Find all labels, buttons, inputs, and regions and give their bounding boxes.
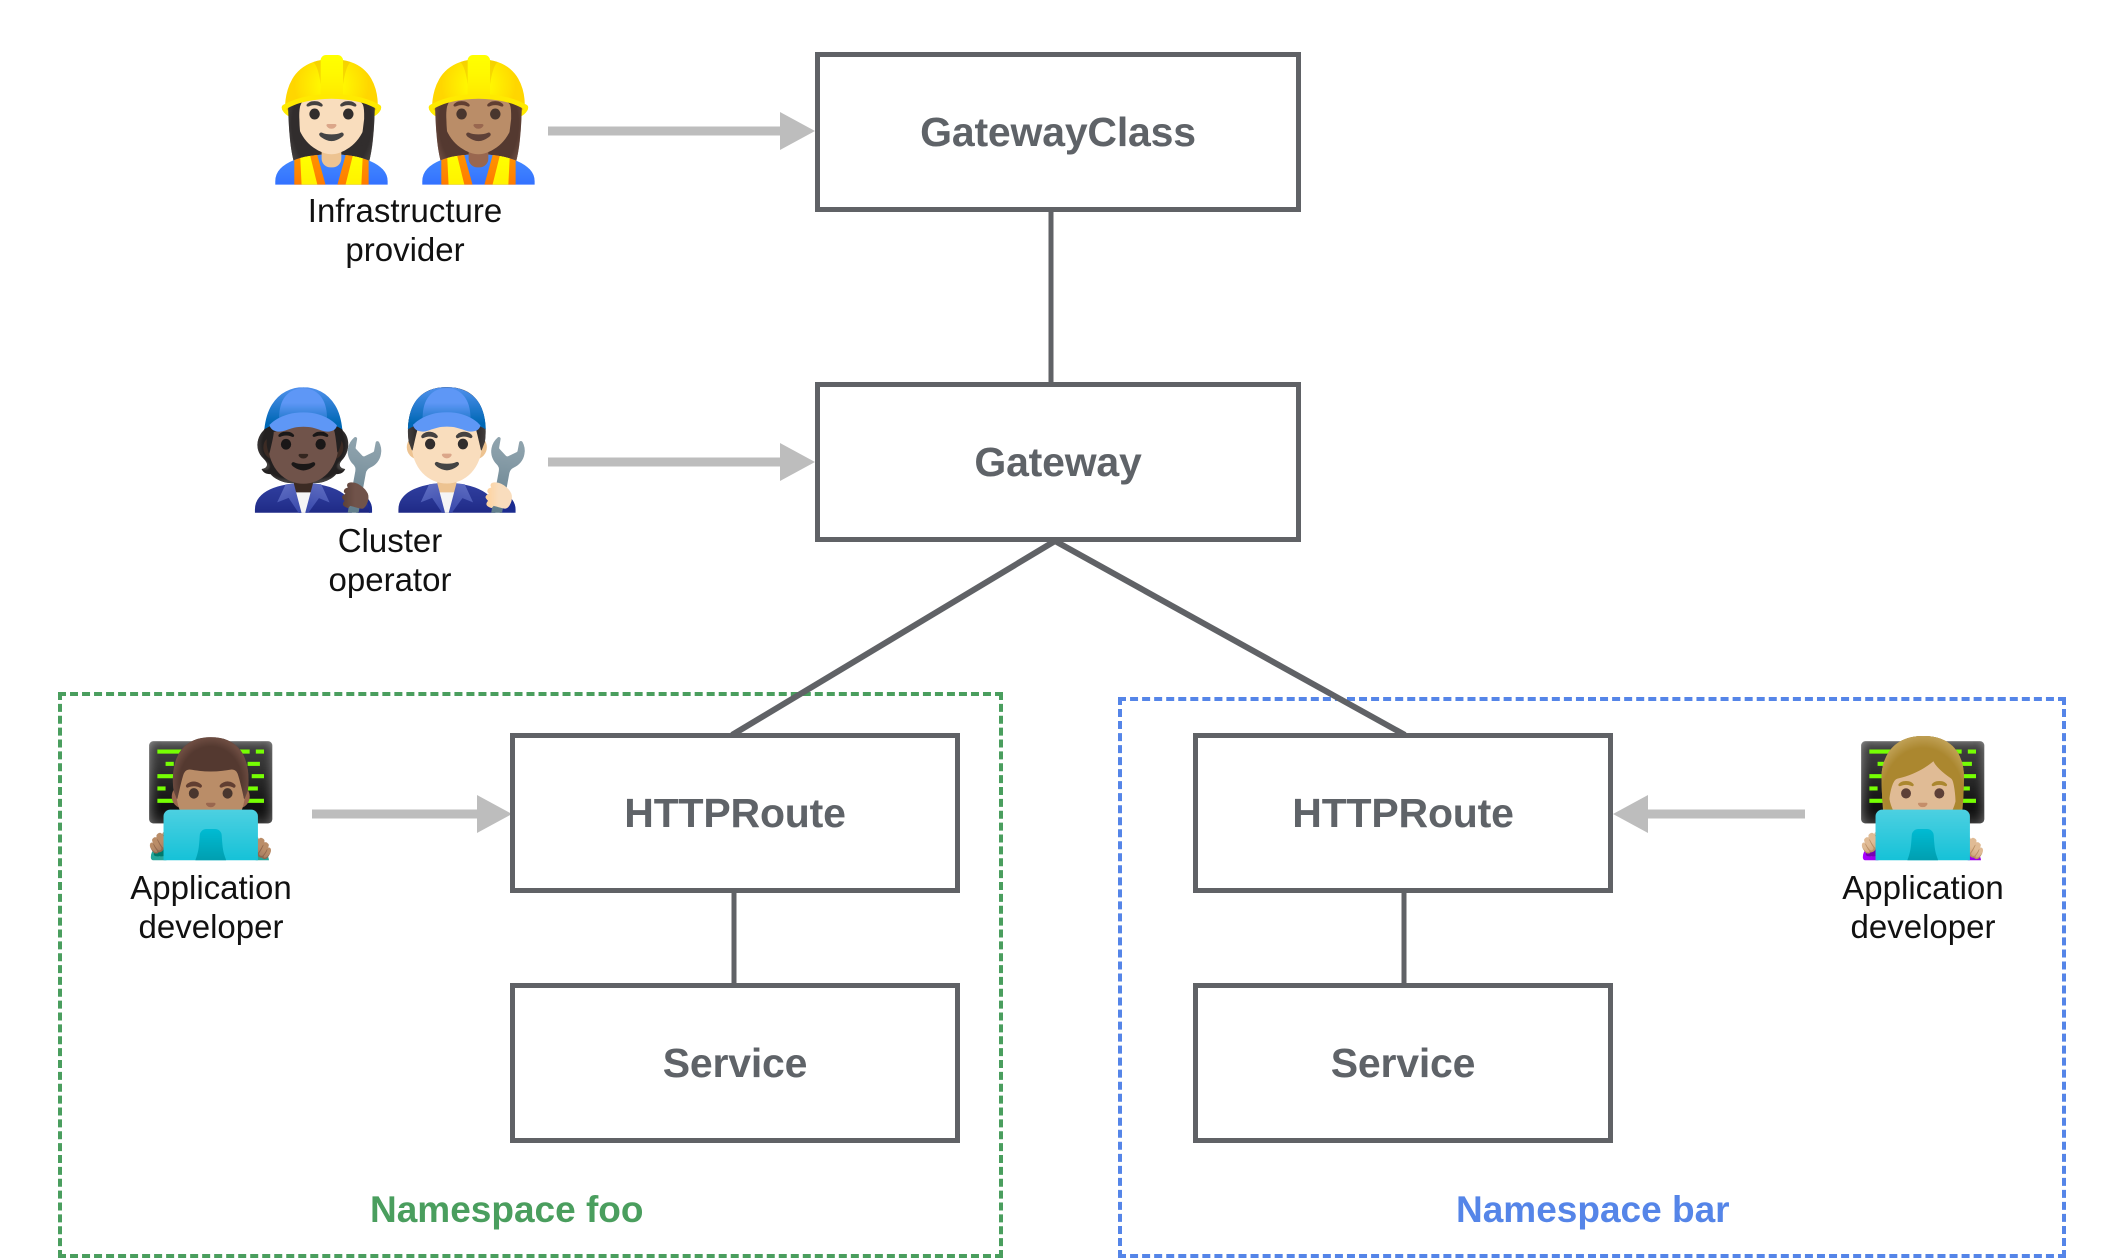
node-httproute-bar[interactable]: HTTPRoute: [1193, 733, 1613, 893]
node-service-foo-label: Service: [662, 1039, 808, 1086]
node-gateway-label: Gateway: [974, 438, 1142, 485]
node-gateway[interactable]: Gateway: [815, 382, 1301, 542]
persona-application-developer-foo-label: Application developer: [130, 869, 292, 945]
arrow-infrastructure-provider-to-gatewayclass: [548, 112, 815, 150]
node-httproute-foo-label: HTTPRoute: [624, 789, 846, 836]
persona-application-developer-bar: 👩🏼‍💻 Application developer: [1808, 743, 2038, 946]
persona-application-developer-bar-label: Application developer: [1842, 869, 2004, 945]
persona-application-developer-foo: 👨🏽‍💻 Application developer: [96, 743, 326, 946]
namespace-bar-label: Namespace bar: [1456, 1189, 1730, 1230]
technologist-man-icon: 👨🏽‍💻: [141, 734, 281, 864]
construction-worker-icons: 👷🏻‍♀️👷🏽‍♀️: [258, 50, 552, 188]
node-service-bar[interactable]: Service: [1193, 983, 1613, 1143]
node-service-foo[interactable]: Service: [510, 983, 960, 1143]
node-gatewayclass-label: GatewayClass: [920, 108, 1196, 155]
namespace-foo-label: Namespace foo: [370, 1189, 644, 1230]
arrow-cluster-operator-to-gateway: [548, 443, 815, 481]
persona-cluster-operator: 🧑🏿‍🔧👨🏻‍🔧 Cluster operator: [247, 393, 533, 599]
persona-infrastructure-provider-label: Infrastructure provider: [307, 192, 503, 268]
technologist-woman-icon: 👩🏼‍💻: [1853, 734, 1993, 864]
persona-infrastructure-provider: 👷🏻‍♀️👷🏽‍♀️ Infrastructure provider: [258, 60, 552, 269]
namespace-bar-container: [1118, 697, 2066, 1258]
node-gatewayclass[interactable]: GatewayClass: [815, 52, 1301, 212]
namespace-foo-container: [58, 692, 1003, 1258]
node-httproute-bar-label: HTTPRoute: [1292, 789, 1514, 836]
node-httproute-foo[interactable]: HTTPRoute: [510, 733, 960, 893]
mechanic-icons: 🧑🏿‍🔧👨🏻‍🔧: [246, 383, 534, 517]
persona-cluster-operator-label: Cluster operator: [328, 522, 452, 598]
node-service-bar-label: Service: [1330, 1039, 1476, 1086]
